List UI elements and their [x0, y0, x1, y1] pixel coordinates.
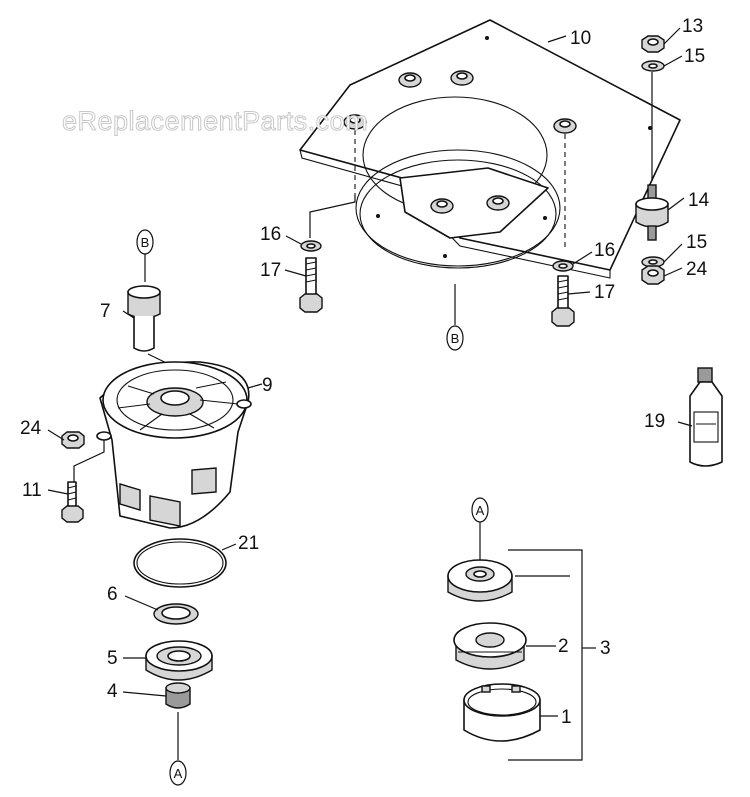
callout-6: 6: [107, 584, 118, 605]
bearing-5: [145, 640, 213, 681]
washer-15-top: [641, 60, 665, 72]
reference-a-bottom-label: A: [174, 766, 183, 781]
callout-17-right: 17: [594, 282, 615, 303]
bolt-assembly-left: [299, 240, 323, 313]
reference-b-bottom: B: [446, 325, 464, 351]
callout-7: 7: [100, 301, 111, 322]
bolt-11: [61, 481, 84, 523]
callout-11: 11: [22, 480, 42, 501]
reference-b-top-label: B: [141, 235, 150, 250]
cup-1: [463, 683, 541, 742]
reference-b-top: B: [136, 229, 154, 255]
reference-a-top-label: A: [476, 503, 485, 518]
callout-numbers: 10 13 15 14 15 24 16 17 16 17 7 9 24 11 …: [20, 16, 710, 728]
callout-2: 2: [558, 636, 569, 657]
callout-5: 5: [107, 648, 118, 669]
piston-2: [453, 622, 527, 670]
cap-assembly-top: [447, 520, 513, 602]
nut-24-left: [61, 431, 85, 449]
callout-3: 3: [600, 638, 611, 659]
callout-leaders: [47, 27, 693, 717]
o-ring-21: [133, 538, 227, 588]
plate-stud-nuts: [343, 70, 577, 214]
callout-24-left: 24: [20, 418, 42, 439]
reference-a-bottom: A: [169, 760, 187, 786]
isolator-stack: [635, 35, 669, 285]
callout-15-bottom: 15: [686, 232, 707, 253]
callout-1: 1: [561, 707, 572, 728]
mounting-plate: [299, 19, 681, 279]
callout-16-left: 16: [260, 224, 281, 245]
group-bracket-3: [508, 549, 583, 761]
seal-6: [153, 603, 199, 625]
callout-17-left: 17: [260, 260, 281, 281]
callout-14: 14: [688, 190, 710, 211]
pump-housing-9: [73, 361, 252, 529]
nut-13: [641, 35, 665, 53]
oil-bottle-19: [689, 367, 723, 467]
callout-19: 19: [644, 411, 665, 432]
callout-16-right: 16: [594, 240, 615, 261]
rubber-mount-14: [635, 184, 669, 241]
callout-4: 4: [107, 681, 118, 702]
callout-24-right: 24: [686, 259, 708, 280]
coupling-7: [127, 254, 186, 373]
watermark-text: eReplacementParts.com: [62, 106, 368, 136]
callout-15-top: 15: [684, 46, 705, 67]
callout-13: 13: [682, 16, 703, 37]
nut-24-right: [641, 265, 665, 285]
callout-10: 10: [570, 28, 591, 49]
bolt-assembly-right: [551, 260, 575, 327]
reference-a-top: A: [471, 497, 489, 523]
plug-4: [165, 682, 191, 760]
callout-21: 21: [238, 533, 259, 554]
reference-b-bottom-label: B: [451, 331, 460, 346]
callout-9: 9: [262, 375, 273, 396]
